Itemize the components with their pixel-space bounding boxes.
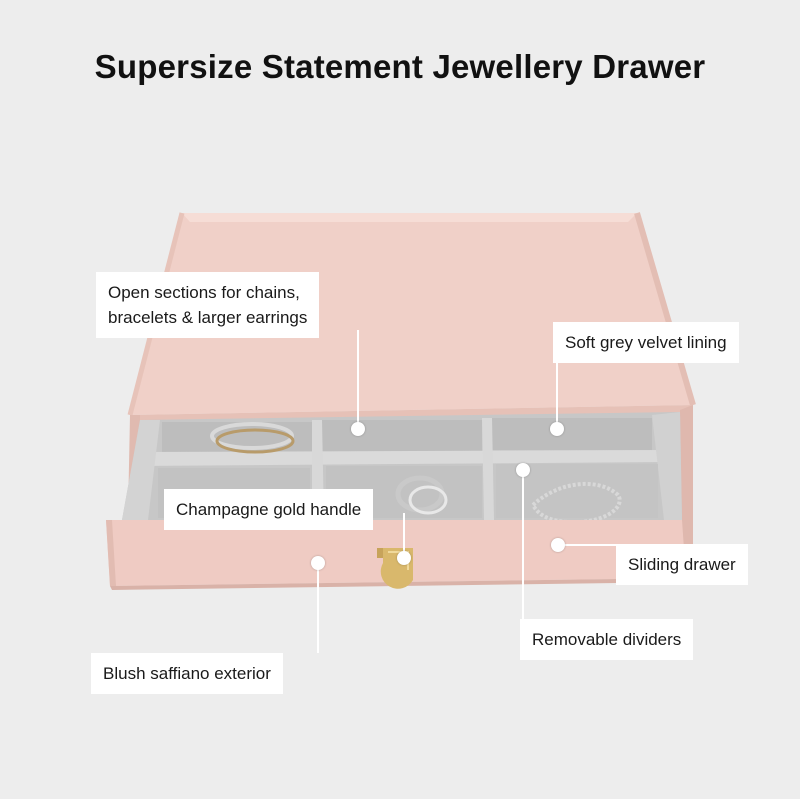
lid-bevel [182,213,637,222]
lid-edge-right [634,212,696,406]
compartment-back-right [492,418,652,450]
dot-velvet [550,422,564,436]
box-right-side [680,405,693,578]
ring-2 [408,485,448,515]
bangle-1 [210,422,294,450]
dot-exterior [311,556,325,570]
callout-gold-handle: Champagne gold handle [164,489,374,530]
page-title: Supersize Statement Jewellery Drawer [94,48,706,85]
callout-sliding-drawer: Sliding drawer [616,544,748,585]
divider-vertical-2 [482,418,494,520]
leader-exterior [317,563,319,653]
leader-sliding-drawer [558,544,618,546]
dot-dividers [516,463,530,477]
bracelet-chain [531,481,622,525]
ring-1 [395,475,445,513]
callout-open-sections-line2: bracelets & larger earrings [108,308,308,327]
drawer-front-left-edge [106,520,116,586]
drawer-left-wall [122,420,160,520]
compartment-back-mid [322,420,482,452]
leader-open-sections [357,330,359,430]
drawer-right-wall [652,412,682,520]
callout-exterior: Blush saffiano exterior [91,653,283,694]
callout-dividers: Removable dividers [520,619,694,660]
callout-open-sections: Open sections for chains, bracelets & la… [96,272,320,338]
bangle-2 [215,428,295,454]
dot-handle [397,551,411,565]
leader-handle [403,513,405,558]
divider-horizontal [136,450,670,466]
leader-dividers [522,470,524,620]
box-lid [130,213,693,415]
callout-velvet-lining: Soft grey velvet lining [553,322,739,363]
dot-open-sections [351,422,365,436]
dot-sliding-drawer [551,538,565,552]
leader-velvet [556,360,558,430]
callout-open-sections-line1: Open sections for chains, [108,283,300,302]
